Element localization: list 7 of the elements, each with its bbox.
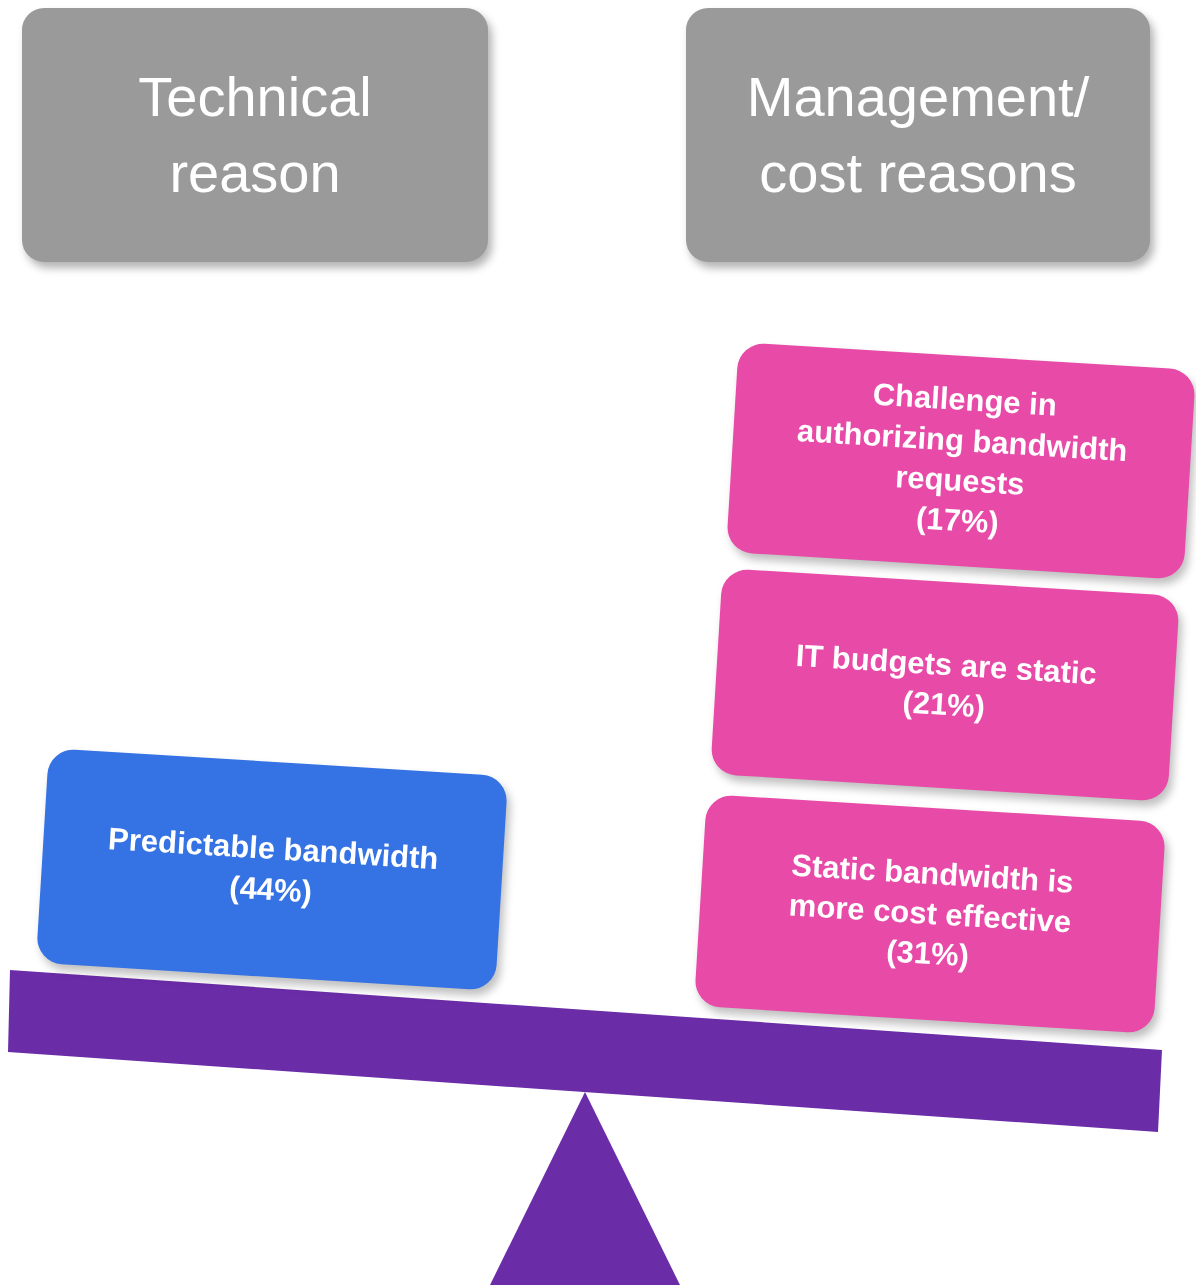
reason-card [693,794,1167,1034]
category-card [22,8,488,262]
card-label: Management/ cost reasons [745,64,1091,206]
card-label: Technical reason [137,64,373,206]
reason-card [710,568,1180,802]
card-label: (44%) [228,868,314,911]
category-card [686,8,1150,262]
